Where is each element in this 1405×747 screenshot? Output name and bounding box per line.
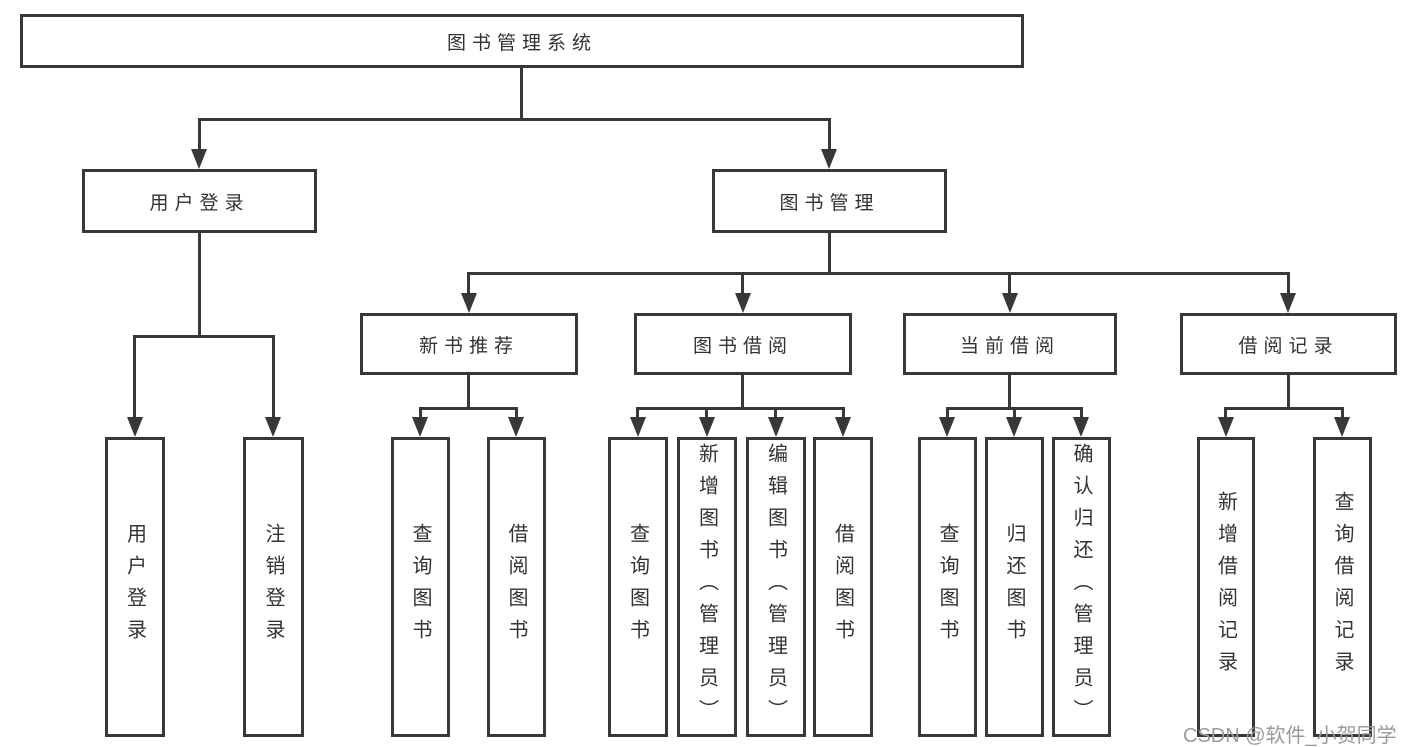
leaf-return-books: 归还图书 (985, 437, 1044, 737)
connector-line-v (1287, 272, 1290, 295)
arrowhead-down-icon (835, 417, 851, 437)
arrowhead-down-icon (1334, 417, 1350, 437)
connector-line-v (1341, 407, 1344, 420)
node-label: 借阅图书 (831, 523, 854, 651)
leaf-query-books-recommend: 查询图书 (391, 437, 450, 737)
node-label: 借阅记录 (1238, 335, 1339, 357)
node-book-management: 图书管理 (712, 169, 947, 233)
node-user-login: 用户登录 (82, 169, 317, 233)
arrowhead-down-icon (265, 417, 281, 437)
node-label: 借阅图书 (505, 523, 527, 651)
arrowhead-down-icon (1073, 417, 1089, 437)
arrowhead-down-icon (735, 293, 751, 313)
connector-line-v (198, 118, 201, 151)
node-label: 查询图书 (936, 523, 958, 651)
leaf-user-login: 用户登录 (105, 437, 165, 737)
node-label: 当前借阅 (959, 335, 1060, 357)
connector-line-v (133, 335, 136, 419)
node-label: 编辑图书（管理员） (764, 443, 787, 731)
csdn-watermark: CSDN @软件_小贺同学 (1183, 725, 1397, 747)
leaf-borrow-books: 借阅图书 (813, 437, 873, 737)
arrowhead-down-icon (461, 293, 477, 313)
leaf-edit-books-admin: 编辑图书（管理员） (746, 437, 806, 737)
connector-line-h (198, 118, 831, 121)
node-label: 新增图书（管理员） (695, 443, 718, 731)
leaf-logout: 注销登录 (243, 437, 304, 737)
connector-line-v (1224, 407, 1227, 420)
arrowhead-down-icon (127, 417, 143, 437)
node-label: 注销登录 (262, 523, 284, 651)
node-label: 归还图书 (1003, 523, 1025, 651)
node-borrow-records: 借阅记录 (1180, 313, 1397, 375)
connector-line-v (515, 407, 518, 420)
node-label: 新增借阅记录 (1214, 491, 1237, 683)
node-label: 图书管理系统 (446, 32, 597, 54)
arrowhead-down-icon (1280, 293, 1296, 313)
connector-line-h (1224, 407, 1344, 410)
connector-line-v (636, 407, 639, 420)
connector-line-v (198, 233, 201, 335)
node-label: 图书借阅 (692, 335, 793, 357)
connector-line-v (1008, 375, 1011, 407)
leaf-borrow-books-recommend: 借阅图书 (487, 437, 546, 737)
node-label: 图书管理 (779, 192, 880, 214)
connector-line-v (520, 68, 523, 118)
node-label: 确认归还（管理员） (1070, 443, 1092, 731)
connector-line-v (842, 407, 845, 420)
connector-line-v (741, 272, 744, 295)
connector-line-v (467, 375, 470, 407)
node-library-system: 图书管理系统 (20, 14, 1024, 68)
node-label: 查询图书 (626, 523, 649, 651)
connector-line-v (828, 233, 831, 272)
arrowhead-down-icon (1218, 417, 1234, 437)
node-label: 查询图书 (409, 523, 431, 651)
connector-line-v (741, 375, 744, 407)
connector-line-v (1013, 407, 1016, 420)
connector-line-v (419, 407, 422, 420)
connector-line-v (705, 407, 708, 420)
connector-line-v (1080, 407, 1083, 420)
arrowhead-down-icon (699, 417, 715, 437)
leaf-add-books-admin: 新增图书（管理员） (677, 437, 737, 737)
node-label: 用户登录 (123, 523, 146, 651)
arrowhead-down-icon (768, 417, 784, 437)
connector-line-h (467, 272, 1290, 275)
arrowhead-down-icon (821, 149, 837, 169)
leaf-confirm-return-admin: 确认归还（管理员） (1052, 437, 1111, 737)
connector-line-v (828, 118, 831, 151)
node-label: 新书推荐 (418, 335, 519, 357)
node-book-borrow: 图书借阅 (634, 313, 852, 375)
connector-line-h (133, 335, 275, 338)
connector-line-v (272, 335, 275, 419)
node-label: 用户登录 (149, 192, 250, 214)
connector-line-v (774, 407, 777, 420)
connector-line-v (1008, 272, 1011, 295)
node-current-borrow: 当前借阅 (903, 313, 1117, 375)
leaf-query-books-borrow: 查询图书 (608, 437, 668, 737)
node-label: 查询借阅记录 (1331, 491, 1353, 683)
connector-line-h (636, 407, 845, 410)
arrowhead-down-icon (939, 417, 955, 437)
arrowhead-down-icon (630, 417, 646, 437)
connector-line-v (467, 272, 470, 295)
arrowhead-down-icon (191, 149, 207, 169)
leaf-query-books-current: 查询图书 (918, 437, 977, 737)
arrowhead-down-icon (412, 417, 428, 437)
arrowhead-down-icon (1002, 293, 1018, 313)
connector-line-v (1287, 375, 1290, 407)
connector-line-v (946, 407, 949, 420)
connector-line-h (419, 407, 518, 410)
node-new-book-recommend: 新书推荐 (360, 313, 578, 375)
leaf-query-borrow-record: 查询借阅记录 (1313, 437, 1372, 737)
leaf-add-borrow-record: 新增借阅记录 (1197, 437, 1255, 737)
arrowhead-down-icon (1006, 417, 1022, 437)
arrowhead-down-icon (508, 417, 524, 437)
